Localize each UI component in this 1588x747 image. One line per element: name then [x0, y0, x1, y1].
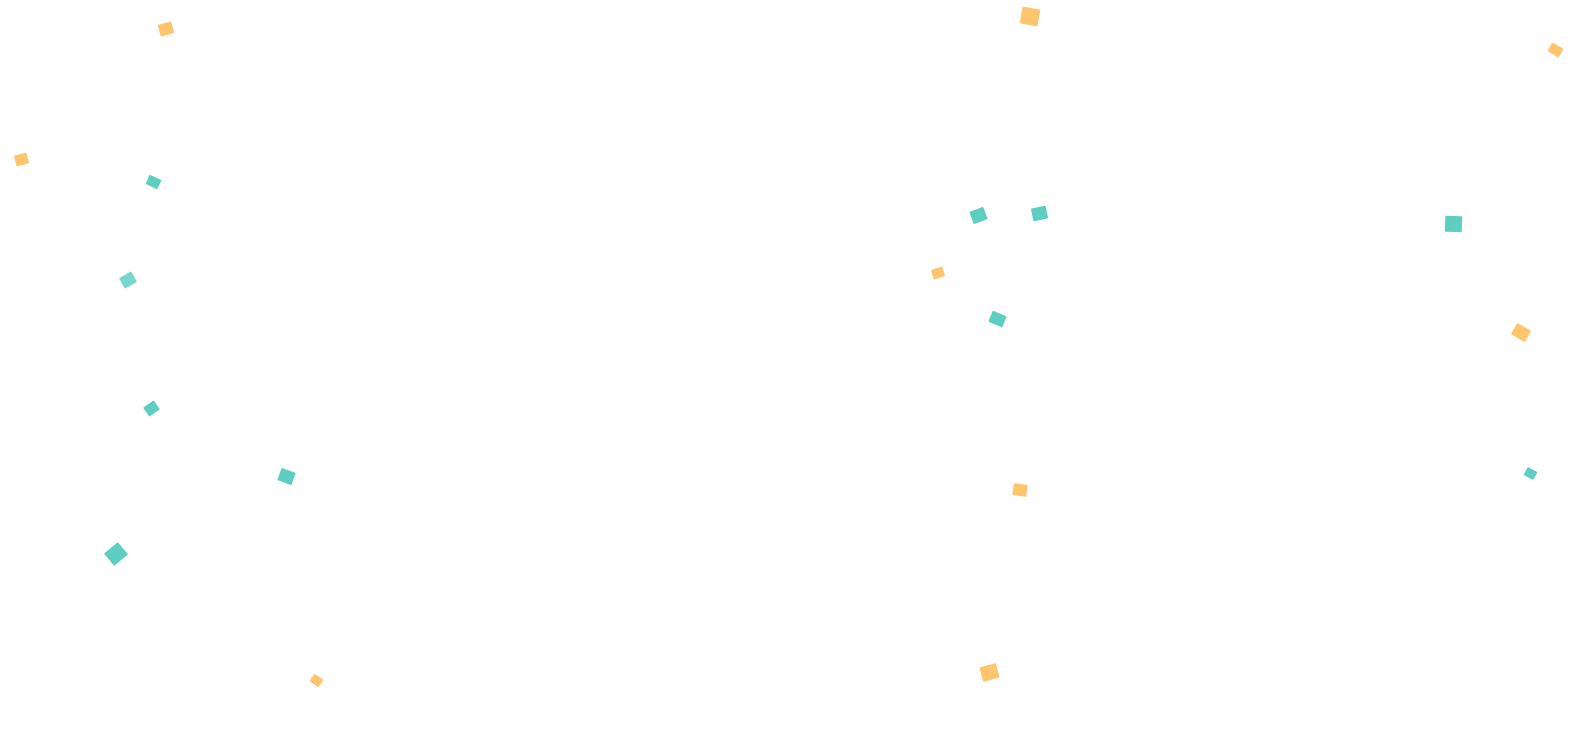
confetti-piece [1523, 466, 1538, 481]
confetti-piece [1012, 483, 1028, 497]
confetti-piece [309, 673, 324, 688]
confetti-piece [1030, 205, 1049, 222]
confetti-piece [103, 542, 129, 566]
confetti-piece [118, 271, 138, 289]
confetti-piece [13, 152, 30, 167]
confetti-piece [1510, 322, 1532, 343]
confetti-piece [145, 174, 162, 190]
confetti-piece [1019, 6, 1041, 27]
confetti-piece [143, 400, 160, 417]
confetti-piece [988, 310, 1007, 328]
confetti-piece [1547, 42, 1564, 58]
confetti-piece [979, 663, 1000, 682]
confetti-piece [969, 206, 988, 225]
confetti-piece [277, 467, 296, 486]
confetti-piece [1444, 215, 1463, 233]
confetti-piece [930, 266, 946, 280]
confetti-piece [157, 21, 175, 37]
